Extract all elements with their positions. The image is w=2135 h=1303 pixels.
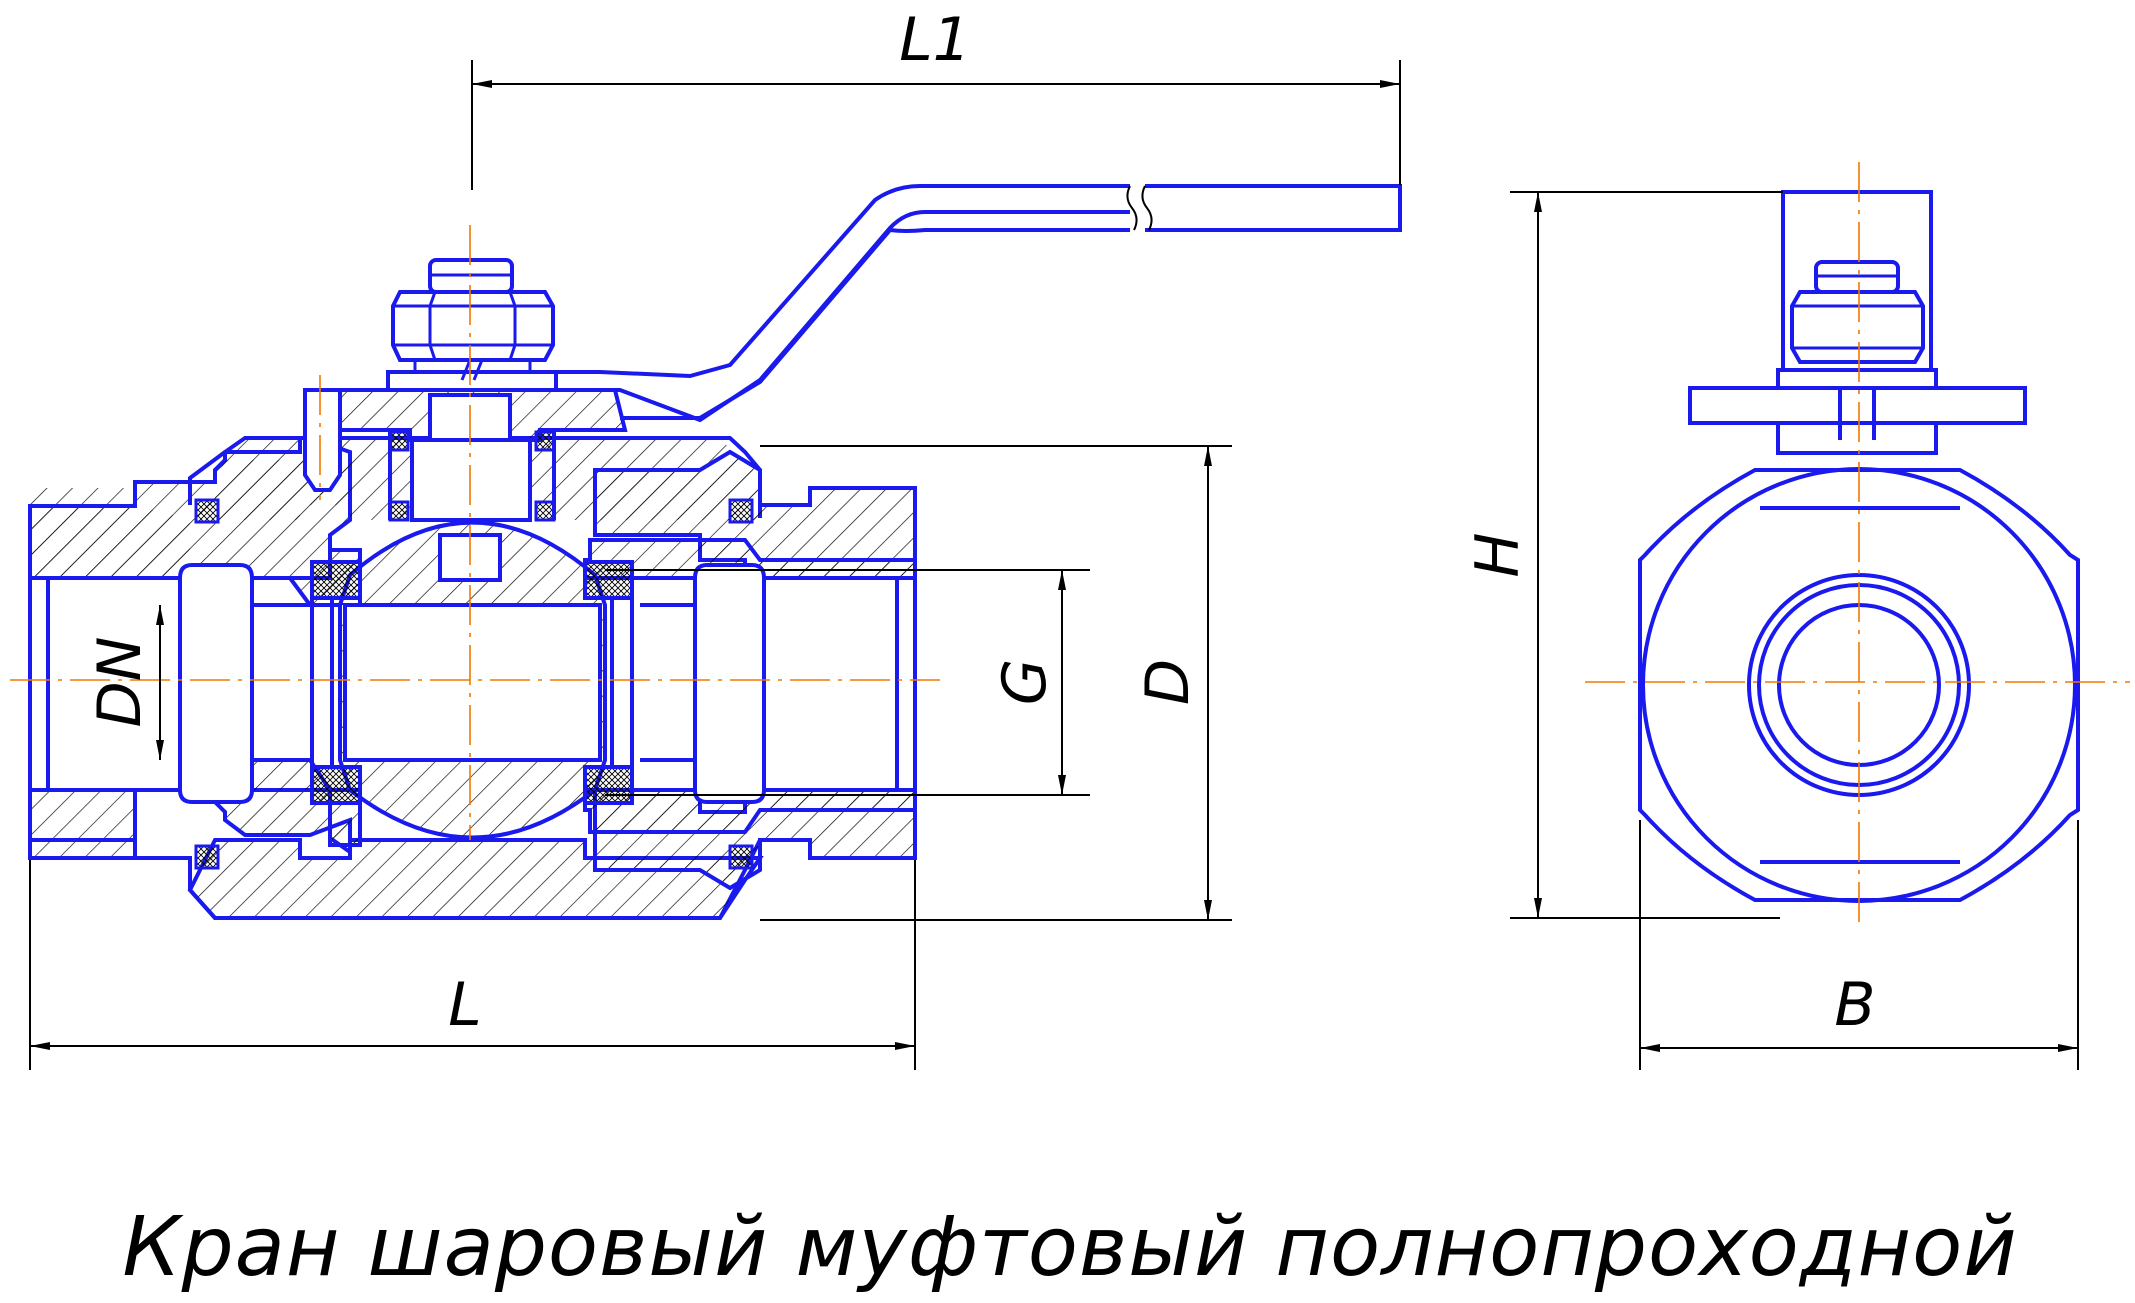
stem-body [410, 438, 532, 522]
dim-label-L: L [448, 970, 481, 1040]
side-washer [1776, 368, 1938, 390]
dim-label-B: B [1834, 970, 1875, 1040]
handle-lever [554, 184, 1130, 423]
side-body-octagon [1638, 468, 2080, 902]
seat-right-top [583, 560, 634, 600]
oring-left-bottom [194, 844, 220, 870]
right-seat-lines [640, 603, 695, 762]
side-body-flats [1760, 506, 1960, 864]
right-bore-bottom-wall [583, 788, 917, 834]
seat-rings [310, 598, 634, 767]
nut-faces [393, 291, 553, 361]
side-neck [1776, 421, 1938, 455]
seat-left-bottom [310, 765, 362, 805]
oring-right-top [728, 498, 754, 524]
ball-bore [343, 603, 602, 762]
stem-seal-right-bottom [534, 500, 556, 522]
dim-label-L1: L1 [899, 5, 971, 75]
side-handle-flat [1688, 386, 2027, 425]
right-groove [693, 563, 766, 804]
side-nut [1790, 290, 1925, 364]
handle-outer [620, 227, 1130, 420]
left-bore-outline [28, 576, 180, 792]
oring-right-bottom [728, 844, 754, 870]
side-nut-faces [1792, 304, 1923, 350]
end-cap-left-outline [28, 436, 352, 580]
seat-left-top [310, 560, 362, 600]
stem-seal-right-top [534, 430, 556, 452]
left-groove [178, 563, 254, 804]
dim-label-D: D [1133, 659, 1203, 705]
dim-label-DN: DN [85, 636, 155, 727]
handle-break [1126, 185, 1153, 231]
stop-pin [303, 388, 342, 492]
right-bore-outline [760, 576, 917, 792]
stem-gland [388, 430, 556, 522]
nut-washer-gap [413, 359, 532, 381]
washer [386, 370, 558, 392]
stem-seal-left-bottom [388, 500, 410, 522]
stem-seal-left-top [388, 430, 410, 452]
side-view [1638, 190, 2080, 903]
front-centerlines [10, 225, 940, 840]
dim-label-G: G [990, 659, 1060, 706]
oring-left-top [194, 498, 220, 524]
drawing-caption: Кран шаровый муфтовый полнопроходной [122, 1200, 2017, 1295]
side-neck-lines [1838, 390, 1876, 440]
side-centerlines [1585, 162, 2130, 925]
left-seat-lines [252, 603, 310, 762]
nut [391, 290, 555, 362]
seat-right-bottom [583, 765, 634, 805]
dim-label-H: H [1463, 532, 1533, 577]
front-section-view [28, 184, 1402, 920]
handle-end [1145, 184, 1402, 232]
dimension-lines [29, 60, 2079, 1070]
